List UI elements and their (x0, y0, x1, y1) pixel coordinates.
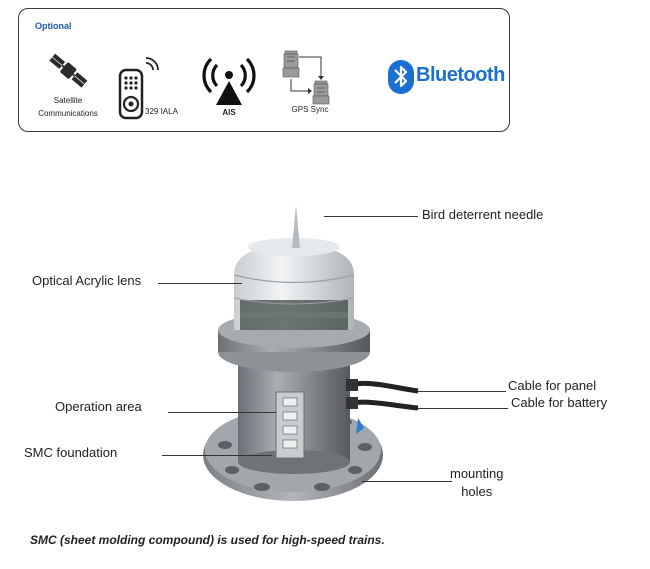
bird-needle-label: Bird deterrent needle (422, 207, 544, 222)
gps-sync-option: GPS Sync (277, 47, 343, 114)
satellite-option: Satellite Communications (33, 51, 103, 120)
cable-panel-label: Cable for panel (508, 378, 597, 393)
gps-sync-label: GPS Sync (291, 105, 329, 114)
operation-area-label: Operation area (55, 399, 142, 414)
ais-label: AIS (222, 108, 236, 117)
gps-sync-icon (282, 50, 330, 105)
satellite-label: Satellite Communications (38, 96, 98, 118)
ais-antenna-icon (202, 57, 256, 105)
acrylic-lens (233, 238, 355, 330)
bluetooth-icon (388, 60, 414, 94)
bluetooth-option: Bluetooth (385, 57, 505, 97)
smc-leader-line (162, 455, 272, 456)
lens-label: Optical Acrylic lens (32, 273, 142, 288)
optional-features-panel: Optional Satellite Communications (18, 8, 510, 132)
optional-title: Optional (35, 21, 72, 31)
operation-leader-line (168, 412, 276, 413)
bluetooth-label: Bluetooth (416, 64, 505, 86)
ais-option: AIS (201, 49, 257, 117)
cable-panel-leader-line (418, 391, 506, 392)
satellite-icon (49, 53, 88, 88)
operation-area-panel (275, 391, 305, 459)
remote-option: 329 IALA (117, 55, 187, 121)
bird-deterrent-needle (292, 205, 300, 248)
mounting-holes-label: mounting holes (450, 466, 504, 499)
cable-battery-label: Cable for battery (511, 395, 608, 410)
mounting-leader-line (362, 481, 452, 482)
remote-control-icon (118, 57, 159, 120)
lens-leader-line (158, 283, 242, 284)
bird-leader-line (324, 216, 418, 217)
remote-label: 329 IALA (145, 107, 178, 116)
cable-glands (346, 379, 419, 434)
footnote: SMC (sheet molding compound) is used for… (30, 533, 385, 547)
smc-foundation-label: SMC foundation (24, 445, 118, 460)
cable-battery-leader-line (418, 408, 508, 409)
